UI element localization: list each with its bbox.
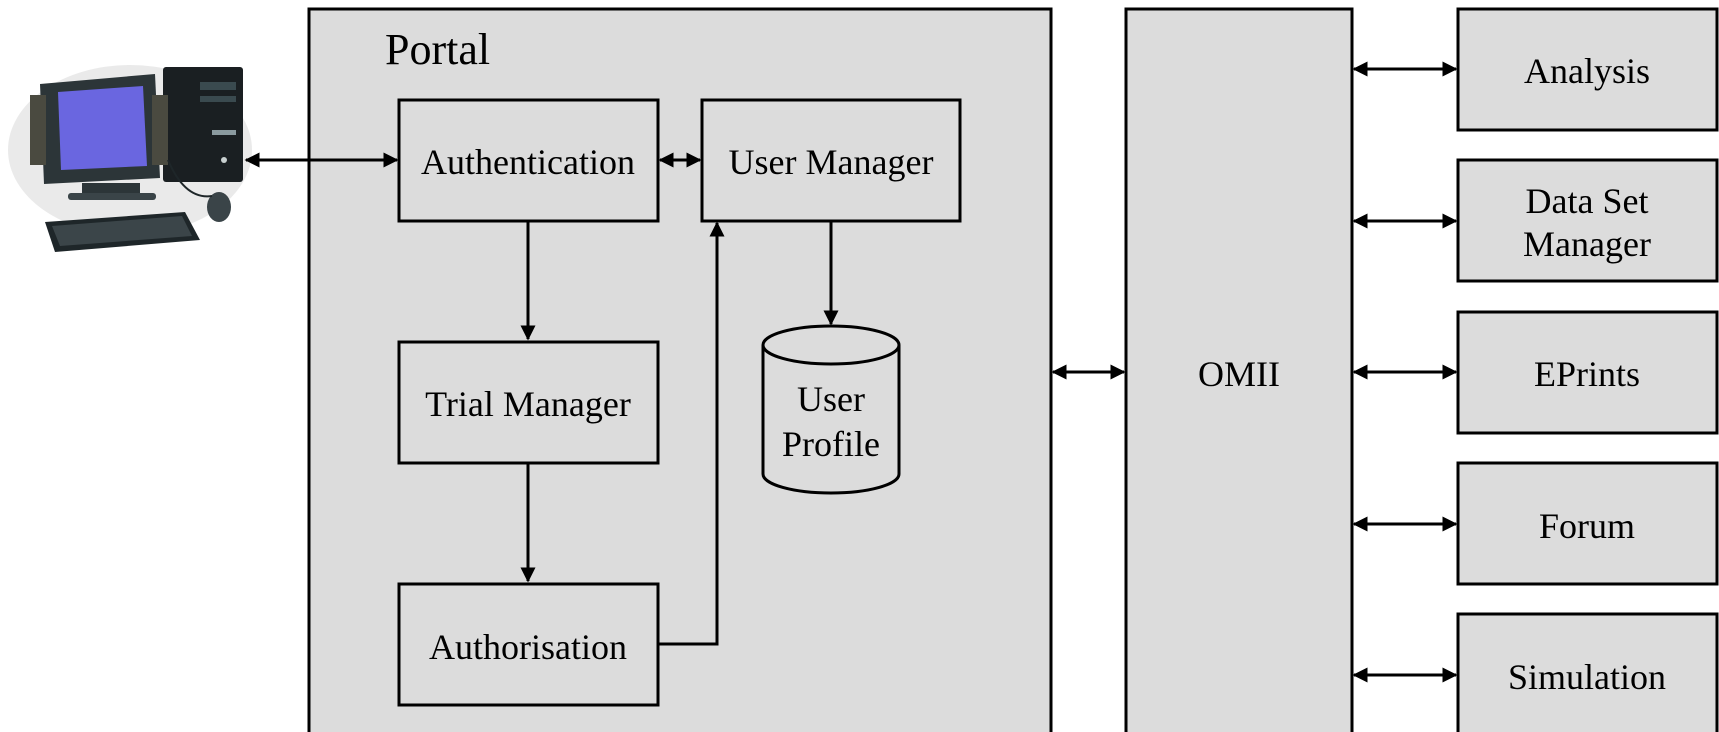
- omii-label: OMII: [1198, 354, 1280, 394]
- user-manager-box: User Manager: [700, 98, 962, 223]
- authentication-box: Authentication: [397, 98, 660, 223]
- user-profile-database: User Profile: [761, 324, 901, 495]
- analysis-box: Analysis: [1456, 7, 1719, 132]
- authentication-label: Authentication: [421, 142, 635, 182]
- forum-box: Forum: [1456, 461, 1719, 586]
- authorisation-box: Authorisation: [397, 582, 660, 707]
- user-manager-label: User Manager: [729, 142, 934, 182]
- simulation-box: Simulation: [1456, 612, 1719, 732]
- trial-manager-box: Trial Manager: [397, 340, 660, 465]
- authorisation-label: Authorisation: [429, 627, 627, 667]
- connectors: [244, 61, 1458, 683]
- forum-label: Forum: [1539, 506, 1635, 546]
- data-set-manager-label-line1: Data Set: [1526, 181, 1649, 221]
- trial-manager-label: Trial Manager: [425, 384, 631, 424]
- user-profile-label-line2: Profile: [782, 424, 880, 464]
- user-profile-label-line1: User: [797, 379, 865, 419]
- omii-box: OMII: [1124, 7, 1354, 732]
- eprints-box: EPrints: [1456, 310, 1719, 435]
- simulation-label: Simulation: [1508, 657, 1666, 697]
- analysis-label: Analysis: [1524, 51, 1650, 91]
- portal-title: Portal: [385, 25, 490, 74]
- data-set-manager-label-line2: Manager: [1523, 224, 1651, 264]
- eprints-label: EPrints: [1534, 354, 1640, 394]
- desktop-computer-icon: [8, 65, 252, 252]
- arrow-authorisation-user-manager: [658, 221, 725, 646]
- data-set-manager-box: Data Set Manager: [1456, 158, 1719, 283]
